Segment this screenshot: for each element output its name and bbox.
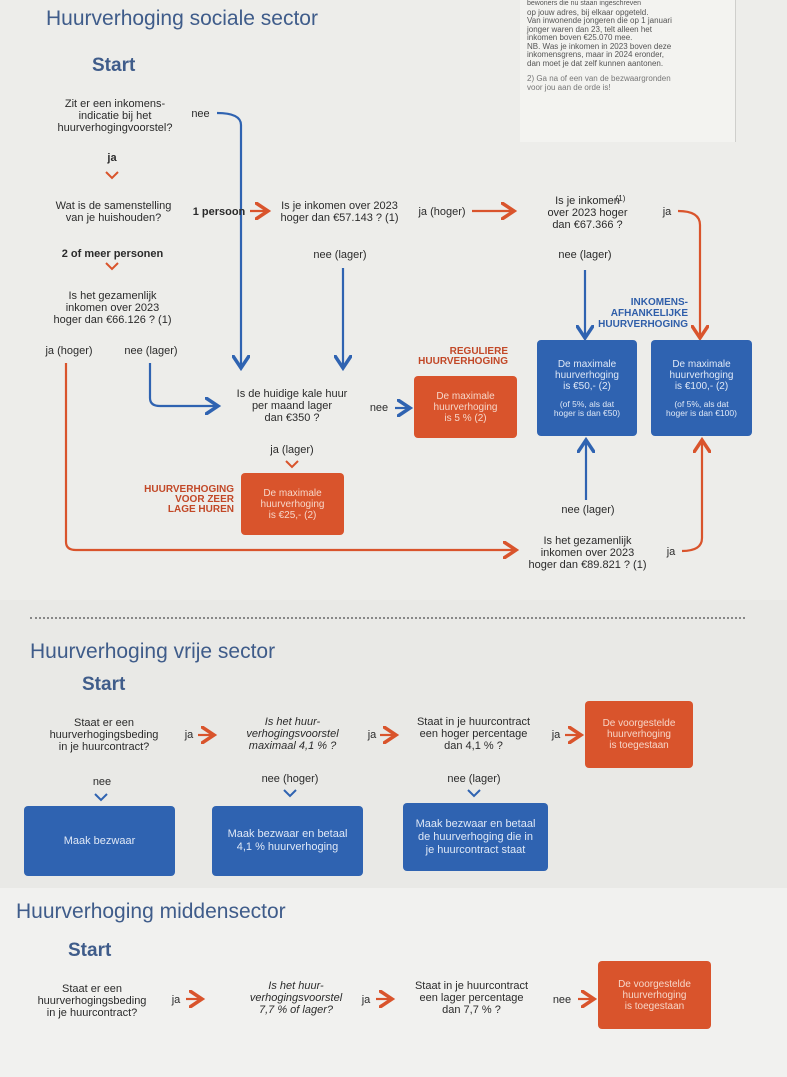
social-start: Start — [92, 55, 136, 76]
box-max-50-sub: (of 5%, als dat hoger is dan €50) — [553, 398, 621, 418]
answer-ja: ja — [107, 152, 117, 164]
footnote-ref: (1) — [615, 194, 626, 203]
question-income-67366: Is je inkomen over 2023 hoger dan €67.36… — [547, 195, 628, 231]
answer-two-or-more: 2 of meer personen — [61, 248, 164, 260]
footnote-line: op jouw adres, bij elkaar opgeteld. — [527, 7, 649, 17]
answer-ja-lower: ja (lager) — [270, 444, 314, 456]
free-start: Start — [82, 674, 126, 695]
box-object-pay-contract: Maak bezwaar en betaal de huurverhoging … — [403, 803, 548, 871]
box-object-pay-4-1: Maak bezwaar en betaal 4,1 % huurverhogi… — [212, 806, 363, 876]
answer-nee-lower: nee (lager) — [558, 249, 612, 261]
middle-start: Start — [68, 940, 112, 961]
answer-ja: ja — [666, 546, 676, 558]
box-max-100-text: De maximale huurverhoging is €100,- (2) — [669, 358, 734, 392]
box-max-50-text: De maximale huurverhoging is €50,- (2) — [555, 358, 619, 392]
footnote-top: bewoners die nu staan ingeschreven — [527, 0, 642, 7]
answer-nee: nee — [191, 108, 210, 120]
answer-nee: nee — [92, 776, 112, 788]
box-max-100-sub: (of 5%, als dat hoger is dan €100) — [666, 398, 737, 418]
free-title: Huurverhoging vrije sector — [30, 640, 276, 663]
question-joint-income-89821: Is het gezamenlijk inkomen over 2023 hog… — [528, 535, 647, 571]
footnote-line: NB. Was je inkomen in 2023 boven deze — [527, 41, 672, 51]
footnote-line: dan moet je dat zelf kunnen aantonen. — [527, 58, 664, 68]
question-income-indication: Zit er een inkomens- indicatie bij het h… — [57, 98, 173, 134]
question-joint-income-66126: Is het gezamenlijk inkomen over 2023 hog… — [53, 290, 172, 326]
box-max-100: De maximale huurverhoging is €100,- (2) … — [651, 340, 752, 436]
answer-ja: ja — [361, 994, 371, 1006]
answer-ja-higher: ja (hoger) — [418, 206, 466, 218]
footnote-line: inkomensgrens, maar in 2024 eronder, — [527, 50, 664, 59]
question-contract-higher: Staat in je huurcontract een hoger perce… — [416, 716, 531, 752]
label-income-dependent: INKOMENS- AFHANKELIJKE HUURVERHOGING — [598, 297, 688, 330]
box-increase-allowed: De voorgestelde huurverhoging is toegest… — [585, 701, 693, 768]
box-increase-allowed: De voorgestelde huurverhoging is toegest… — [598, 961, 711, 1029]
question-clause: Staat er een huurverhogingsbeding in je … — [37, 983, 147, 1019]
label-regular-increase: REGULIERE HUURVERHOGING — [418, 346, 508, 367]
section-divider — [30, 617, 745, 619]
question-contract-lower: Staat in je huurcontract een lager perce… — [414, 980, 529, 1016]
question-max-4-1: Is het huur- verhogingsvoorstel maximaal… — [246, 716, 339, 752]
label-very-low-rent: HUURVERHOGING VOOR ZEER LAGE HUREN — [144, 484, 234, 515]
footnote-line: Van inwonende jongeren die op 1 januari — [527, 16, 672, 25]
footnote-2-line: 2) Ga na of een van de bezwaargronden — [527, 74, 671, 83]
answer-nee: nee — [369, 402, 389, 414]
answer-ja: ja — [662, 206, 672, 218]
social-title: Huurverhoging sociale sector — [46, 7, 318, 30]
answer-ja: ja — [171, 994, 181, 1006]
box-max-25: De maximale huurverhoging is €25,- (2) — [241, 473, 344, 535]
footnote-panel — [520, 0, 736, 142]
answer-ja: ja — [367, 729, 377, 741]
box-object: Maak bezwaar — [24, 806, 175, 876]
answer-one-person: 1 persoon — [192, 206, 246, 218]
question-max-7-7: Is het huur- verhogingsvoorstel 7,7 % of… — [249, 980, 343, 1016]
footnote-2-line: voor jou aan de orde is! — [527, 82, 611, 92]
question-clause: Staat er een huurverhogingsbeding in je … — [49, 717, 159, 753]
box-max-5-percent: De maximale huurverhoging is 5 % (2) — [414, 376, 517, 438]
answer-nee-lower: nee (lager) — [447, 773, 501, 785]
answer-nee-higher: nee (hoger) — [261, 773, 319, 785]
footnote-1: bewoners die nu staan ingeschreven op jo… — [527, 0, 727, 92]
answer-nee-lower: nee (lager) — [313, 249, 367, 261]
footnote-line: jonger waren dan 23, telt alleen het — [527, 24, 652, 34]
question-household: Wat is de samenstelling van je huishoude… — [55, 200, 172, 224]
answer-ja: ja — [184, 729, 194, 741]
footnote-line: inkomen boven €25.070 mee. — [527, 33, 633, 42]
answer-nee: nee — [552, 994, 572, 1006]
question-income-57143: Is je inkomen over 2023 hoger dan €57.14… — [280, 200, 399, 224]
question-rent-350: Is de huidige kale huur per maand lager … — [236, 388, 348, 424]
answer-nee-lower: nee (lager) — [561, 504, 615, 516]
answer-ja: ja — [551, 729, 561, 741]
middle-title: Huurverhoging middensector — [16, 900, 286, 923]
answer-ja-higher: ja (hoger) — [45, 345, 93, 357]
answer-nee-lower: nee (lager) — [124, 345, 178, 357]
box-max-50: De maximale huurverhoging is €50,- (2) (… — [537, 340, 637, 436]
